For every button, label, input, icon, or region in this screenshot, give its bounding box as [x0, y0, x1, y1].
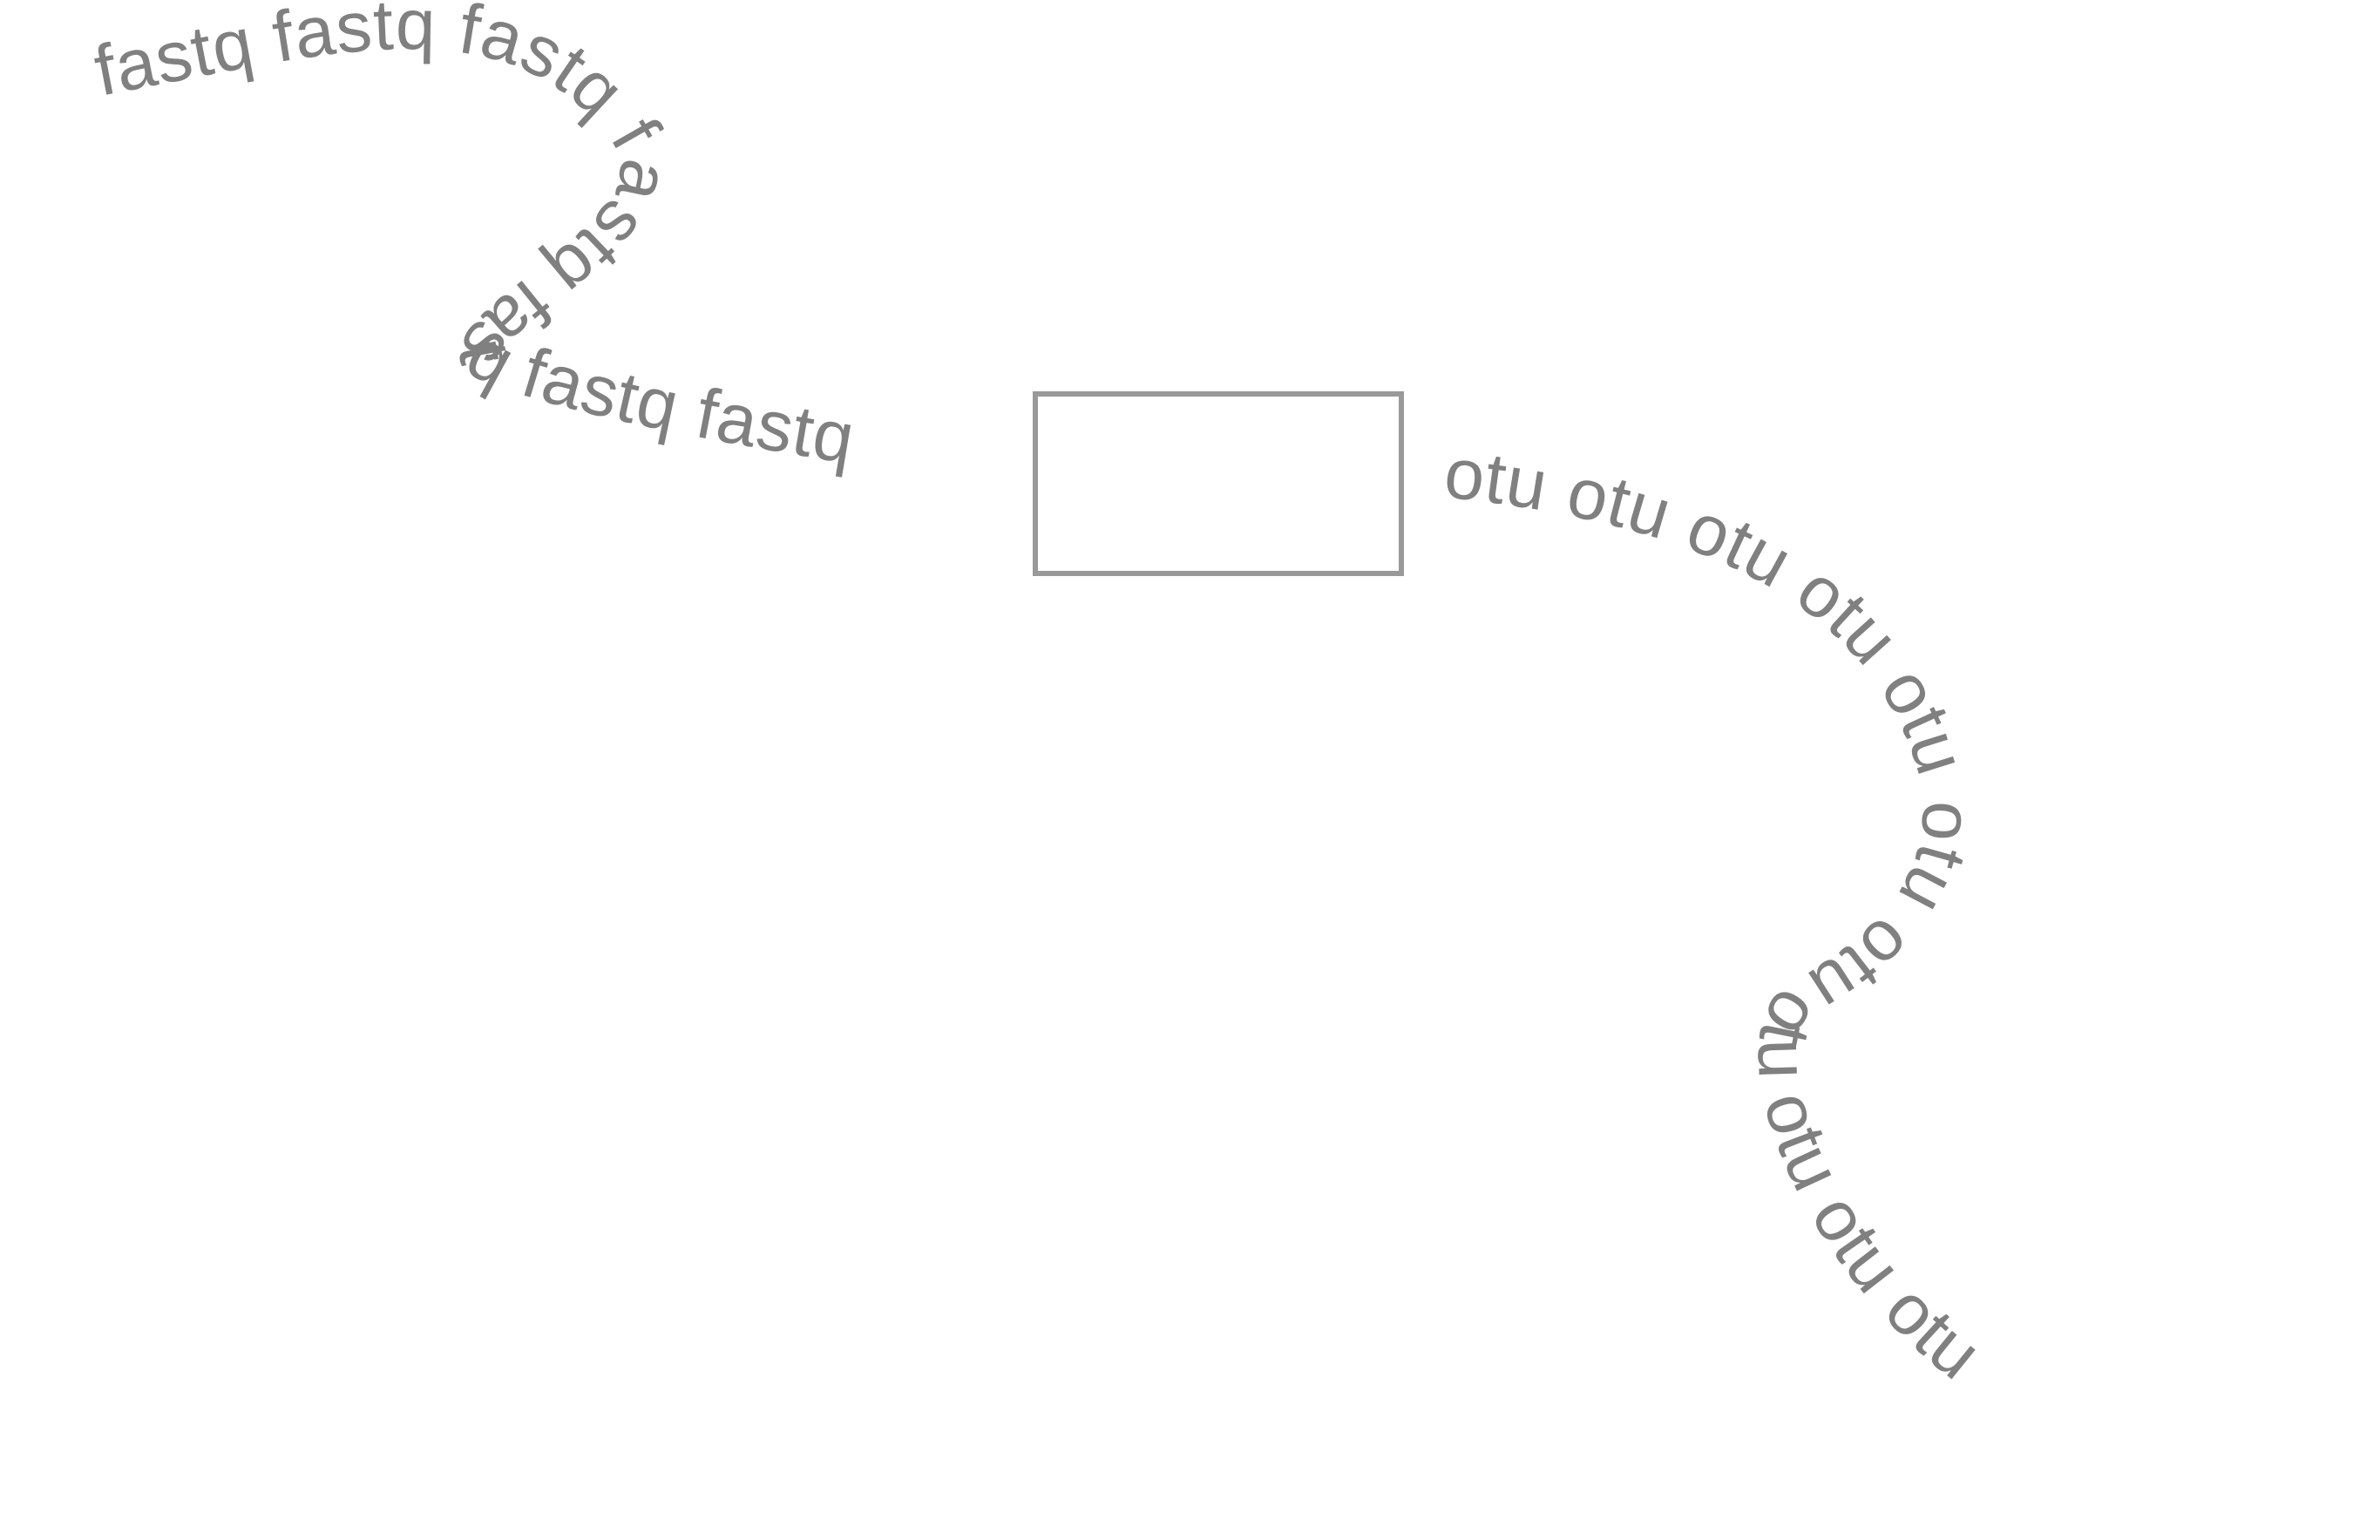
input-fastq-stream: fastq fastq fastq fastq fastq fastq fast…	[88, 0, 860, 479]
output-otu-stream: otu otu otu otu otu otu otu otu otu otu …	[1441, 433, 1997, 1394]
output-otu-words: otu otu otu otu otu otu otu otu otu otu …	[1441, 433, 1996, 1394]
input-fastq-words: fastq fastq fastq fastq fastq fastq fast…	[88, 0, 859, 479]
process-box	[1033, 391, 1404, 576]
